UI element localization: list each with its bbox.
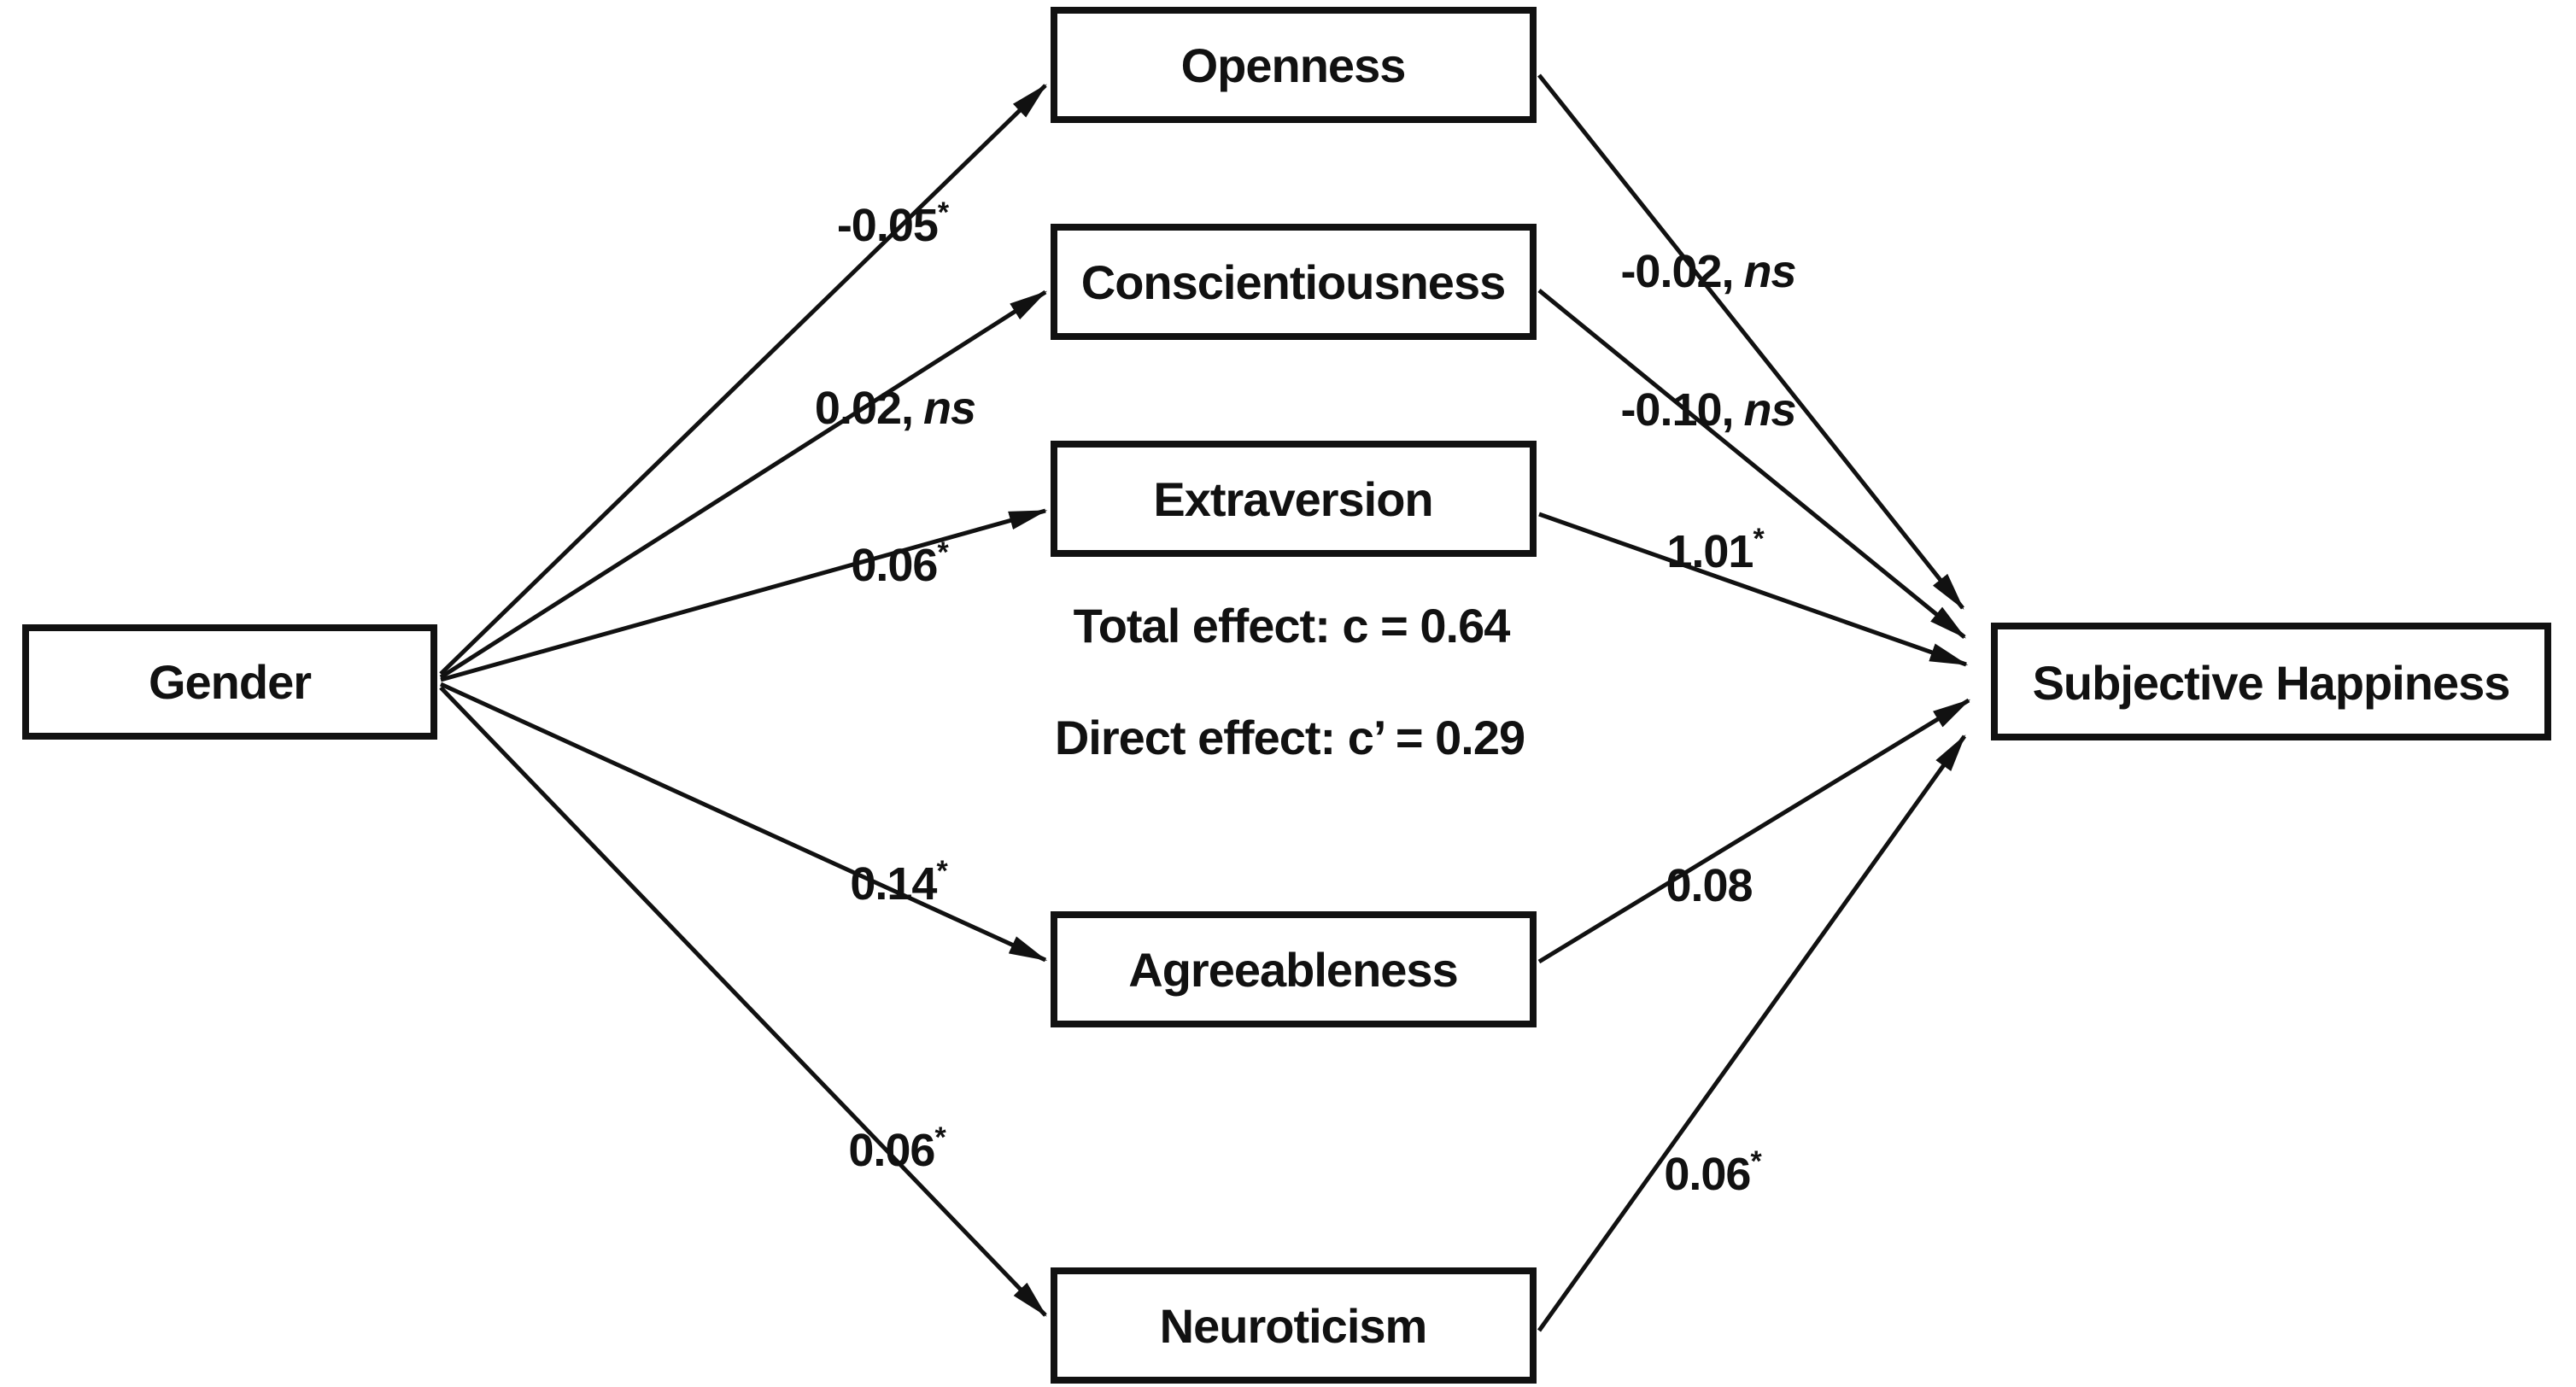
path-gender-to-conscientiousness: [439, 290, 1048, 680]
path-gender-to-agreeableness: [439, 682, 1048, 963]
node-subjective-happiness: Subjective Happiness: [1991, 623, 2551, 740]
node-agreeableness: Agreeableness: [1051, 911, 1537, 1027]
openness-box: [1051, 7, 1537, 123]
path-extraversion-to-happiness: [1538, 512, 1969, 667]
path-gender-to-openness: [439, 84, 1047, 676]
coef-gender-extraversion: 0.06*: [851, 536, 949, 591]
coef-gender-neuroticism: 0.06*: [848, 1121, 946, 1176]
path-neuroticism-to-happiness: [1537, 734, 1967, 1332]
path-openness-to-happiness: [1537, 73, 1964, 610]
extraversion-box: [1051, 441, 1537, 557]
coef-openness-happiness: -0.02,ns: [1620, 246, 1795, 297]
coef-neuroticism-happiness: 0.06*: [1664, 1145, 1762, 1200]
openness-label: Openness: [1181, 38, 1406, 92]
coef-gender-openness: -0.05*: [837, 196, 950, 251]
subjective-happiness-box: [1991, 623, 2551, 740]
coef-agreeableness-happiness: 0.08: [1666, 860, 1752, 911]
subjective-happiness-label: Subjective Happiness: [2033, 656, 2510, 710]
neuroticism-label: Neuroticism: [1160, 1299, 1427, 1353]
coef-conscientiousness-happiness: -0.10,ns: [1620, 384, 1795, 436]
coef-gender-agreeableness: 0.14*: [850, 855, 948, 910]
gender-label: Gender: [149, 655, 311, 709]
coef-gender-conscientiousness: 0.02,ns: [815, 383, 975, 434]
coef-extraversion-happiness: 1.01*: [1666, 523, 1765, 577]
path-conscientiousness-to-happiness: [1537, 289, 1966, 639]
path-agreeableness-to-happiness: [1537, 698, 1971, 964]
node-gender: Gender: [22, 624, 437, 740]
direct-effect-annotation: Direct effect: c’ = 0.29: [1055, 711, 1525, 764]
total-effect-annotation: Total effect: c = 0.64: [1074, 599, 1511, 653]
gender-box: [22, 624, 437, 740]
path-gender-to-extraversion: [440, 508, 1048, 682]
conscientiousness-box: [1051, 224, 1537, 340]
agreeableness-box: [1051, 911, 1537, 1027]
node-openness: Openness: [1051, 7, 1537, 123]
node-neuroticism: Neuroticism: [1051, 1267, 1537, 1384]
conscientiousness-label: Conscientiousness: [1081, 255, 1505, 309]
agreeableness-label: Agreeableness: [1128, 943, 1457, 997]
node-extraversion: Extraversion: [1051, 441, 1537, 557]
node-conscientiousness: Conscientiousness: [1051, 224, 1537, 340]
neuroticism-box: [1051, 1267, 1537, 1384]
path-gender-to-neuroticism: [439, 686, 1047, 1317]
extraversion-label: Extraversion: [1153, 472, 1432, 526]
